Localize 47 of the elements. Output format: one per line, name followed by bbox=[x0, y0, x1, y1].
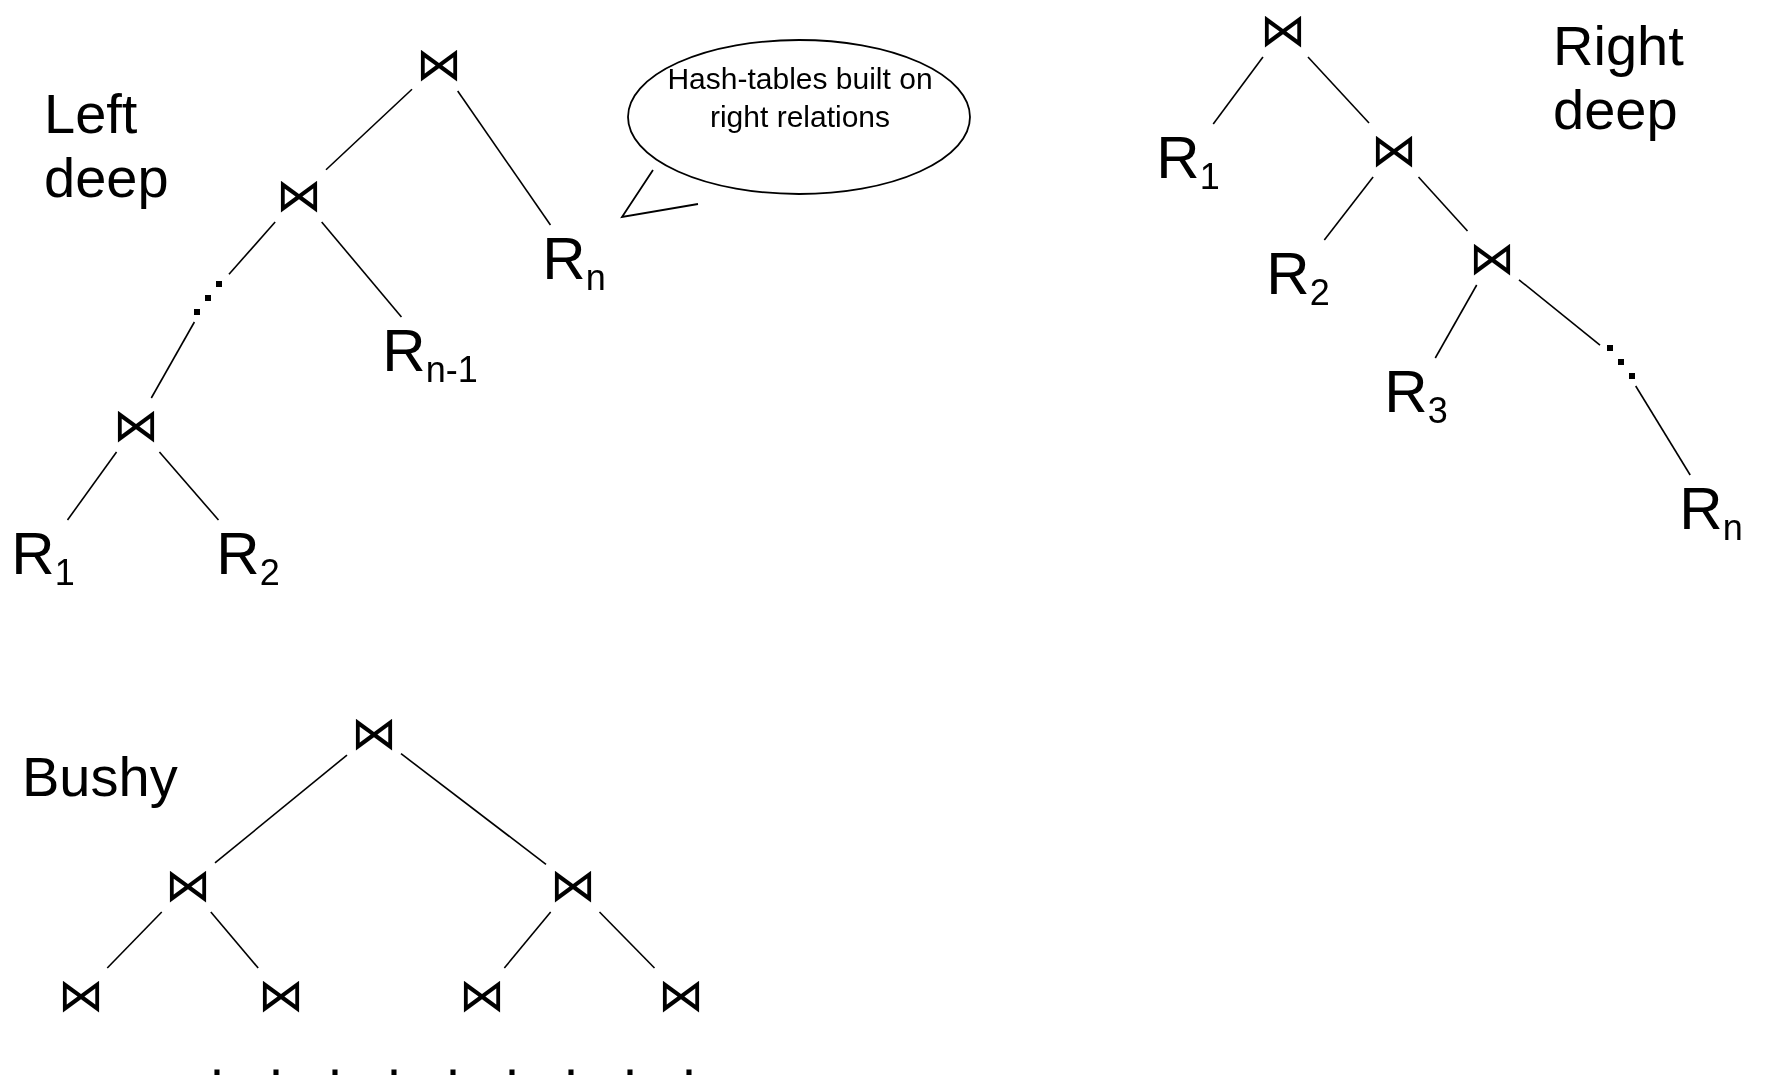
tree-edge bbox=[66, 451, 118, 521]
relation-label: R$_{3}$ bbox=[1384, 362, 1448, 422]
relation-label: R$_{n}$ bbox=[542, 229, 606, 289]
tree-type-label: Left deep bbox=[44, 82, 170, 211]
ellipsis-dots bbox=[191, 278, 225, 318]
join-symbol: ⋈ bbox=[258, 972, 304, 1018]
tree-edge bbox=[1307, 56, 1370, 124]
tree-edge bbox=[1634, 385, 1691, 476]
join-symbol: ⋈ bbox=[165, 862, 211, 908]
tree-edge bbox=[228, 221, 276, 276]
tree-edge bbox=[210, 911, 259, 969]
join-symbol: ⋈ bbox=[658, 972, 704, 1018]
tree-edge bbox=[1323, 176, 1374, 241]
tree-edge bbox=[503, 911, 552, 969]
tree-edge bbox=[598, 911, 656, 969]
tree-edge bbox=[158, 451, 220, 521]
join-symbol: ⋈ bbox=[276, 172, 322, 218]
join-symbol: ⋈ bbox=[459, 972, 505, 1018]
join-symbol: ⋈ bbox=[1260, 7, 1306, 53]
tree-edge bbox=[320, 221, 403, 318]
tree-type-label: Bushy bbox=[22, 745, 179, 810]
join-symbol: ⋈ bbox=[1371, 127, 1417, 173]
tree-edge bbox=[1518, 278, 1601, 346]
relation-label: R$_{2}$ bbox=[1266, 244, 1330, 304]
tree-edge bbox=[1434, 284, 1478, 359]
tree-edge bbox=[106, 911, 163, 969]
relation-label: R$_{1}$ bbox=[1156, 128, 1220, 188]
join-symbol: ⋈ bbox=[113, 402, 159, 448]
tree-edge bbox=[150, 321, 196, 399]
relation-label: R$_{n}$ bbox=[1679, 479, 1743, 539]
tree-edge bbox=[456, 90, 552, 226]
tree-edge bbox=[1417, 176, 1469, 232]
join-symbol: ⋈ bbox=[58, 972, 104, 1018]
tree-edge bbox=[1212, 56, 1264, 125]
tree-type-label: Right deep bbox=[1553, 14, 1685, 143]
ellipsis-dots: . . . . . . . . . bbox=[212, 1042, 695, 1084]
join-symbol: ⋈ bbox=[1469, 235, 1515, 281]
tree-edge bbox=[214, 754, 348, 864]
join-symbol: ⋈ bbox=[416, 41, 462, 87]
join-symbol: ⋈ bbox=[351, 710, 397, 756]
relation-label: R$_{2}$ bbox=[216, 524, 280, 584]
relation-label: R$_{n-1}$ bbox=[382, 321, 478, 381]
relation-label: R$_{1}$ bbox=[11, 524, 75, 584]
tree-edge bbox=[325, 88, 413, 171]
join-symbol: ⋈ bbox=[550, 862, 596, 908]
tree-edge bbox=[400, 752, 547, 866]
ellipsis-dots bbox=[1604, 342, 1638, 382]
